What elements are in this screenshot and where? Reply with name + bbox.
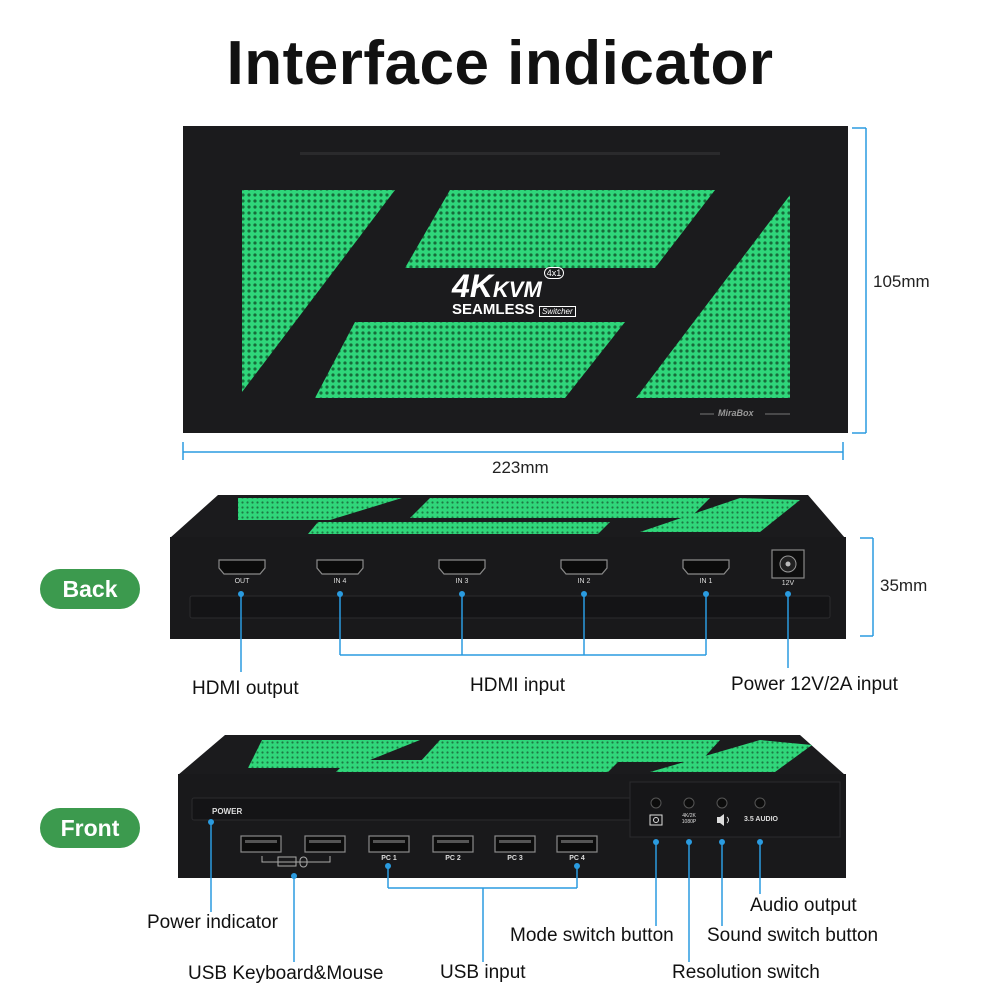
mesh-panel-bottom — [315, 322, 625, 398]
callout-mode-switch: Mode switch button — [510, 925, 674, 946]
callout-audio-output: Audio output — [750, 895, 857, 916]
port-label-in3: IN 3 — [455, 578, 469, 585]
usb-label-pc4: PC 4 — [569, 855, 585, 862]
mode-icon — [649, 814, 663, 826]
port-label-12v: 12V — [781, 580, 795, 587]
front-pill: Front — [40, 808, 140, 848]
front-view-device — [178, 735, 846, 878]
depth-dimension: 105mm — [873, 272, 930, 291]
top-view-device — [183, 126, 848, 433]
keyboard-icon — [277, 856, 297, 867]
callout-resolution-switch: Resolution switch — [672, 962, 820, 983]
usb-label-pc2: PC 2 — [445, 855, 461, 862]
mesh-panel-right — [636, 195, 790, 398]
callout-usb-input: USB input — [440, 962, 526, 983]
back-pill: Back — [40, 569, 140, 609]
logo-4k: 4K — [452, 268, 493, 304]
logo-badge: 4x1 — [543, 267, 565, 279]
port-label-in2: IN 2 — [577, 578, 591, 585]
callout-hdmi-input: HDMI input — [470, 675, 566, 696]
height-dimension: 35mm — [880, 576, 928, 595]
port-label-in4: IN 4 — [333, 578, 347, 585]
callout-usb-keyboard-mouse: USB Keyboard&Mouse — [188, 963, 384, 984]
logo-switcher: Switcher — [538, 306, 576, 317]
port-label-in1: IN 1 — [699, 578, 713, 585]
mesh-panel-left — [242, 190, 395, 392]
speaker-icon — [717, 814, 724, 826]
mesh-panel-top — [405, 190, 715, 268]
callout-power-indicator: Power indicator — [147, 912, 278, 933]
device-logo: 4KKVM4x1 SEAMLESS Switcher — [452, 267, 592, 319]
callout-hdmi-output: HDMI output — [192, 678, 299, 699]
port-label-out: OUT — [234, 578, 250, 585]
callout-sound-switch: Sound switch button — [707, 925, 879, 946]
front-callout-lines — [210, 822, 761, 962]
audio-label: 3.5 AUDIO — [744, 816, 778, 823]
back-view-device — [170, 495, 846, 639]
top-dimension-lines — [182, 127, 867, 460]
width-dimension: 223mm — [492, 458, 549, 477]
resolution-label: 4K/2K 1080P — [681, 813, 697, 825]
brand-label: MiraBox — [718, 408, 754, 418]
back-callout-lines — [240, 537, 874, 672]
callout-power-input: Power 12V/2A input — [731, 674, 898, 695]
logo-kvm: KVM — [492, 277, 542, 302]
mouse-icon — [299, 856, 308, 868]
usb-label-pc3: PC 3 — [507, 855, 523, 862]
logo-seamless: SEAMLESS — [452, 301, 535, 318]
page-title: Interface indicator — [226, 29, 774, 98]
power-label: POWER — [212, 807, 243, 816]
usb-label-pc1: PC 1 — [381, 855, 397, 862]
